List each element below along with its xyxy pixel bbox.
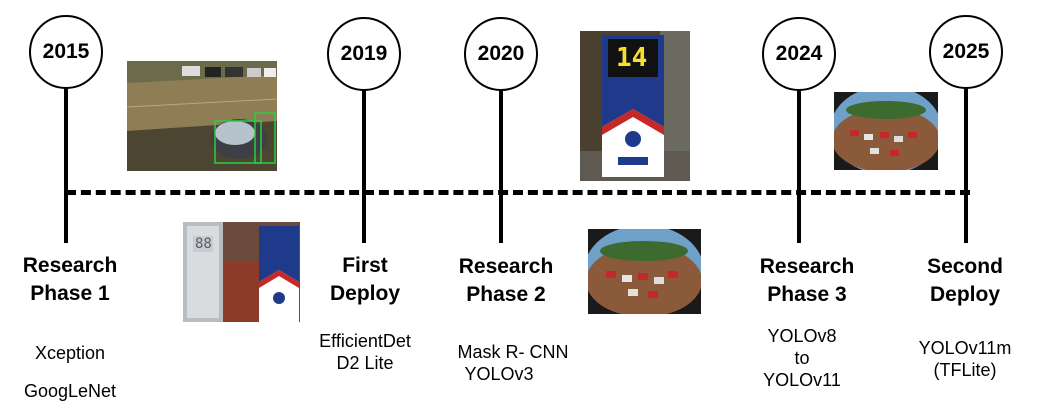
stem-2020 [499,88,503,243]
parking-sign-photo-2020: 14 [580,31,690,181]
stem-2015 [64,88,68,243]
models-2019: EfficientDet D2 Lite [280,330,450,374]
fisheye-parking-photo-2020 [588,229,701,314]
model-item: (TFLite) [933,360,997,380]
phase-label-line1: Second [927,255,1003,278]
parking-lot-detection-photo [127,61,277,171]
phase-label-2024: Research Phase 3 [737,253,877,309]
parking-lot-detection-image [127,61,277,171]
phase-label-line2: Deploy [329,282,400,305]
year-circle-2025: 2025 [929,15,1003,89]
sign-counter-2020: 14 [616,43,648,73]
model-item: YOLOv3 [464,364,534,384]
model-item: Mask R- CNN [457,342,569,362]
parking-sign-image-2019 [183,222,300,322]
models-2015: Xception GoogLeNet [0,342,155,402]
model-item: EfficientDet [319,331,411,351]
timeline-axis [66,190,970,195]
models-2024: YOLOv8 to YOLOv11 [717,325,887,391]
year-circle-2015: 2015 [29,15,103,89]
model-item: to [794,348,810,368]
stem-2025 [964,88,968,243]
model-item: D2 Lite [336,353,394,373]
models-2020: Mask R- CNN YOLOv3 [428,341,598,385]
fisheye-parking-image-2020 [588,229,701,314]
model-item: Xception [34,343,106,363]
phase-label-line2: Deploy [929,283,1000,306]
phase-label-2020: Research Phase 2 [436,253,576,309]
model-item: YOLOv11 [763,370,841,390]
stem-2019 [362,88,366,243]
phase-label-line1: Research [22,254,118,277]
phase-label-2025: Second Deploy [895,253,1035,309]
phase-label-line2: Phase 2 [466,283,546,306]
phase-label-line2: Phase 3 [767,283,847,306]
model-item: YOLOv8 [767,326,837,346]
stem-2024 [797,88,801,243]
phase-label-line1: Research [458,255,554,278]
parking-sign-photo-2019: 88 [183,222,300,322]
parking-sign-image-2020 [580,31,690,181]
fisheye-parking-photo-2024 [834,92,938,170]
fisheye-parking-image-2024 [834,92,938,170]
phase-label-2015: Research Phase 1 [0,252,140,308]
phase-label-line1: First [342,254,388,277]
model-item: YOLOv11m [918,338,1012,358]
phase-label-line2: Phase 1 [30,282,110,305]
model-item: GoogLeNet [23,381,117,401]
phase-label-2019: First Deploy [295,252,435,308]
models-2025: YOLOv11m (TFLite) [880,337,1050,381]
sign-counter-2019: 88 [195,236,212,252]
year-circle-2024: 2024 [762,17,836,91]
year-circle-2019: 2019 [327,17,401,91]
phase-label-line1: Research [759,255,855,278]
year-circle-2020: 2020 [464,17,538,91]
